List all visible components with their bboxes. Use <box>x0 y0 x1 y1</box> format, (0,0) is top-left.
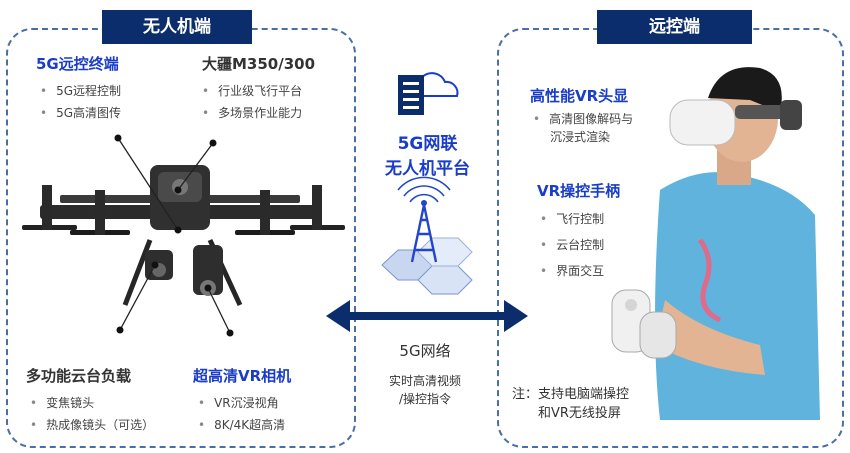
bidirectional-arrow <box>326 300 528 332</box>
platform-title-line1: 5G网联 <box>397 134 458 154</box>
pointer-dot <box>204 284 212 292</box>
drone-model-title: 大疆M350/300 <box>202 55 316 73</box>
pointer-dot <box>151 261 159 269</box>
platform-title-line2: 无人机平台 <box>385 159 470 179</box>
pointer-dot <box>114 134 122 142</box>
list-item: 8K/4K超高清 <box>198 414 285 436</box>
platform-title: 5G网联 无人机平台 <box>360 132 495 182</box>
vr-headset-list: 高清图像解码与 沉浸式渲染 <box>533 110 633 146</box>
drone-model-list: 行业级飞行平台 多场景作业能力 <box>202 80 302 124</box>
signal-tower-icon <box>381 176 473 295</box>
list-item: 多场景作业能力 <box>202 102 302 124</box>
list-item: 云台控制 <box>540 232 604 258</box>
vr-camera-title: 超高清VR相机 <box>193 367 292 385</box>
list-item: 行业级飞行平台 <box>202 80 302 102</box>
pointer-dot <box>174 226 182 234</box>
list-item: 5G远程控制 <box>40 80 121 102</box>
drone-pointer-lines <box>117 137 231 334</box>
data-transfer-line1: 实时高清视频 <box>388 374 461 388</box>
remote-side-title: 远控端 <box>597 10 752 44</box>
drone-side-title: 无人机端 <box>102 10 252 44</box>
pointer-dot <box>226 329 234 337</box>
list-item: 5G高清图传 <box>40 102 121 124</box>
support-note-line1: 注：支持电脑端操控 <box>512 387 630 402</box>
data-transfer-line2: /操控指令 <box>398 392 452 406</box>
vr-controller-list: 飞行控制 云台控制 界面交互 <box>540 206 604 284</box>
list-item: 变焦镜头 <box>30 392 154 414</box>
list-item: 沉浸式渲染 <box>550 130 611 144</box>
vr-user-illustration <box>611 67 820 420</box>
remote-terminal-title: 5G远控终端 <box>36 55 119 73</box>
pointer-dot <box>209 139 217 147</box>
list-item: 界面交互 <box>540 258 604 284</box>
vr-controller-title: VR操控手柄 <box>537 182 621 200</box>
network-label: 5G网络 <box>399 342 451 360</box>
vr-camera-list: VR沉浸视角 8K/4K超高清 <box>198 392 285 436</box>
server-cloud-icon <box>398 72 459 115</box>
gimbal-payload-title: 多功能云台负载 <box>26 367 132 385</box>
list-item: VR沉浸视角 <box>198 392 285 414</box>
remote-terminal-list: 5G远程控制 5G高清图传 <box>40 80 121 124</box>
gimbal-payload-list: 变焦镜头 热成像镜头（可选） <box>30 392 154 436</box>
list-item: 飞行控制 <box>540 206 604 232</box>
list-item: 热成像镜头（可选） <box>30 414 154 436</box>
list-item: 高清图像解码与 <box>533 110 633 128</box>
vr-headset-title: 高性能VR头显 <box>530 87 629 105</box>
pointer-dot <box>116 326 124 334</box>
pointer-dot <box>174 186 182 194</box>
data-transfer-label: 实时高清视频 /操控指令 <box>360 372 490 408</box>
drone-illustration <box>22 165 345 307</box>
support-note-line2: 和VR无线投屏 <box>538 406 621 421</box>
support-note: 注：支持电脑端操控 和VR无线投屏 <box>512 385 629 423</box>
